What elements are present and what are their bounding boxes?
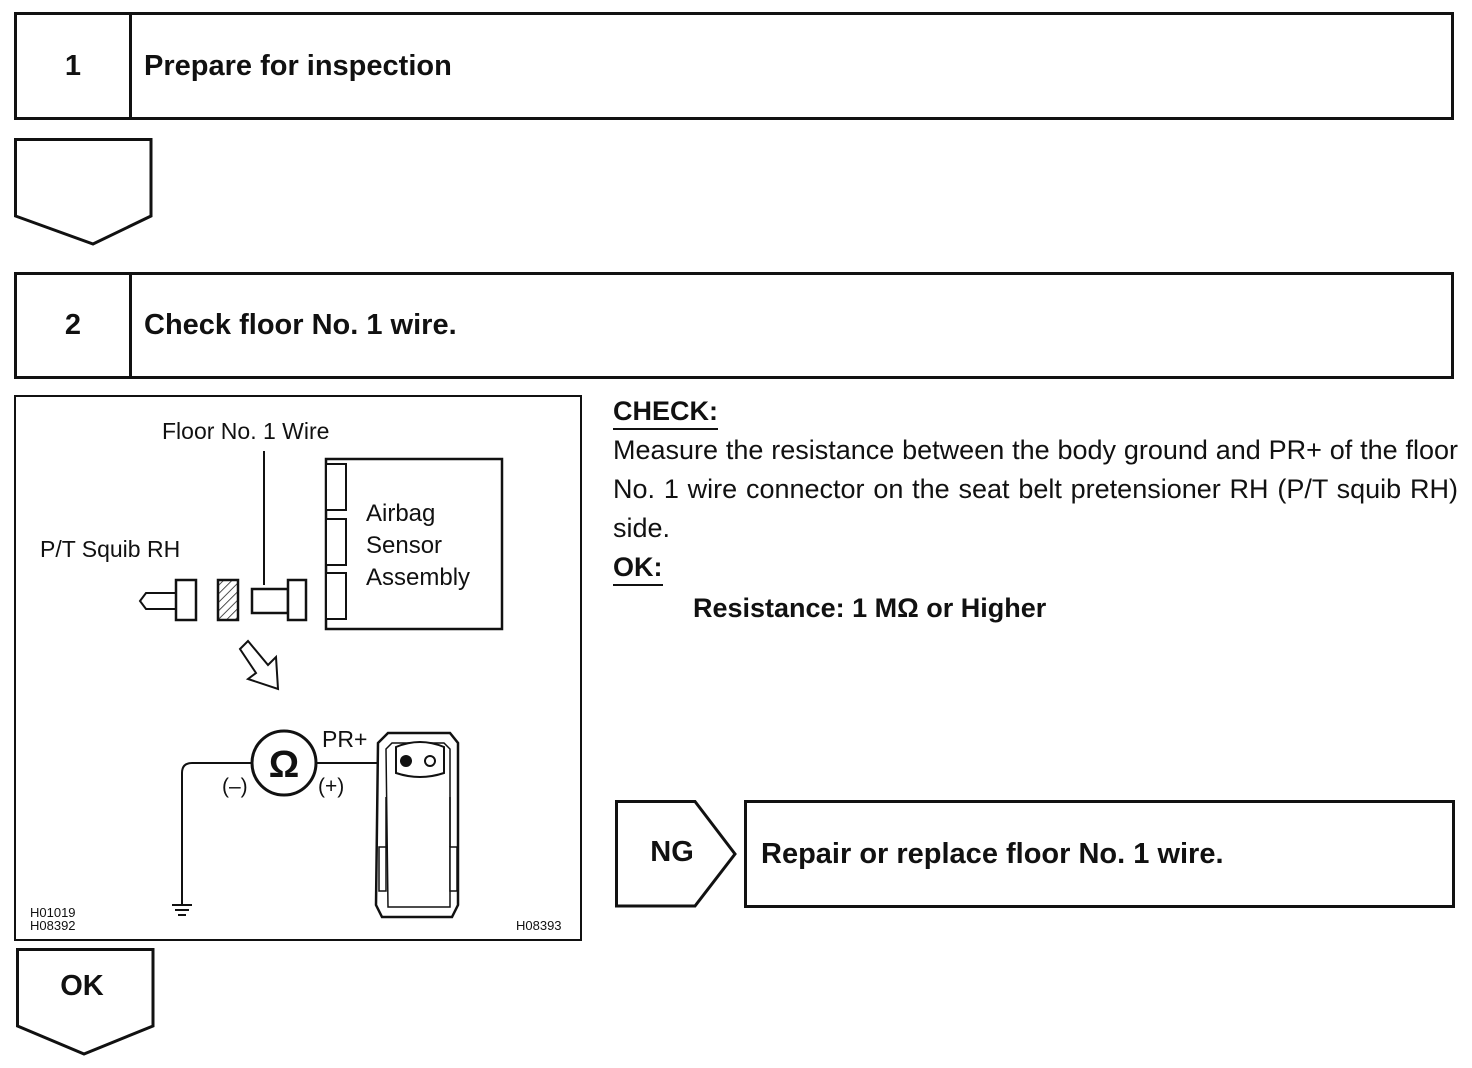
check-instructions: Measure the resistance between the body … bbox=[613, 435, 1458, 543]
ok-heading: OK: bbox=[613, 551, 663, 586]
ng-action-box: Repair or replace floor No. 1 wire. bbox=[744, 800, 1455, 908]
ok-down-arrow-icon bbox=[16, 948, 155, 1056]
step-2-box: 2 Check floor No. 1 wire. bbox=[14, 272, 1454, 379]
step-number: 1 bbox=[17, 15, 132, 117]
airbag-sensor-icon bbox=[324, 457, 504, 631]
floor-wire-label: Floor No. 1 Wire bbox=[162, 418, 329, 444]
diagonal-arrow-icon bbox=[238, 639, 280, 691]
figure-code-left-1: H01019 bbox=[30, 905, 76, 920]
plus-lead-label: (+) bbox=[318, 775, 344, 798]
check-section: CHECK: Measure the resistance between th… bbox=[613, 392, 1458, 628]
squib-connector-icon bbox=[138, 578, 198, 622]
down-arrow-icon bbox=[14, 138, 153, 246]
wiring-diagram: Floor No. 1 Wire P/T Squib RH Airbag Sen… bbox=[14, 395, 582, 941]
step-number: 2 bbox=[17, 275, 132, 376]
squib-label: P/T Squib RH bbox=[40, 536, 180, 562]
step-1-box: 1 Prepare for inspection bbox=[14, 12, 1454, 120]
pr-plus-label: PR+ bbox=[322, 726, 367, 752]
ok-label: OK bbox=[60, 970, 104, 1002]
step-title: Check floor No. 1 wire. bbox=[144, 309, 457, 341]
ng-label: NG bbox=[650, 836, 694, 868]
pretensioner-icon bbox=[374, 731, 460, 919]
minus-lead-label: (–) bbox=[222, 775, 248, 798]
airbag-label-line1: Airbag bbox=[366, 500, 435, 527]
figure-code-left-2: H08392 bbox=[30, 918, 76, 933]
airbag-label-line2: Sensor bbox=[366, 532, 442, 559]
floor-wire-connector-icon bbox=[216, 578, 240, 622]
ng-action-text: Repair or replace floor No. 1 wire. bbox=[761, 837, 1224, 870]
check-heading: CHECK: bbox=[613, 395, 718, 430]
ok-specification: Resistance: 1 MΩ or Higher bbox=[693, 593, 1047, 623]
ground-icon bbox=[172, 904, 192, 916]
figure-code-right: H08393 bbox=[516, 918, 562, 933]
ng-right-arrow-icon bbox=[615, 800, 737, 908]
ohm-symbol: Ω bbox=[269, 744, 299, 786]
airbag-label-line3: Assembly bbox=[366, 564, 470, 591]
step-title: Prepare for inspection bbox=[144, 49, 452, 82]
